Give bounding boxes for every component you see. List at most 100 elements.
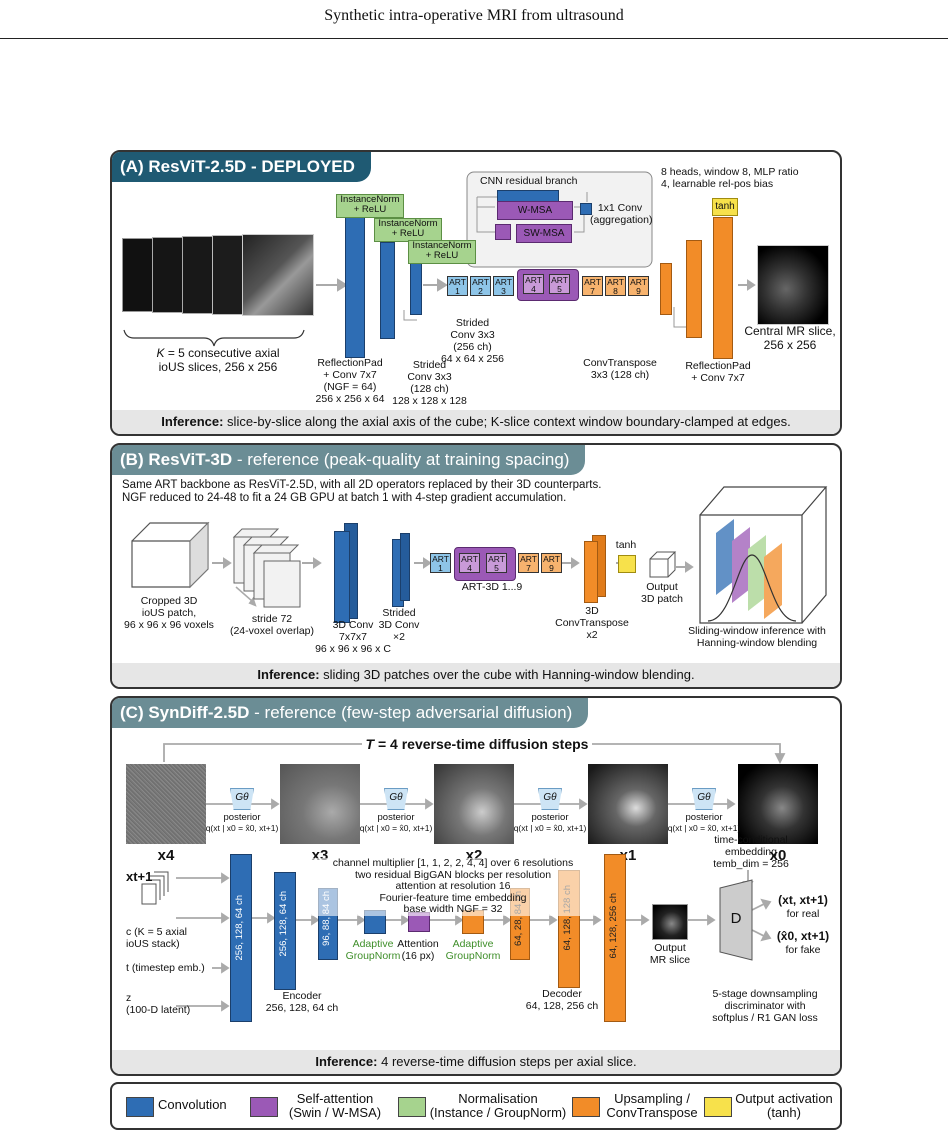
panel-c-tab: (C) SynDiff-2.5D - reference (few-step a… bbox=[112, 698, 589, 728]
legend-label-normalisation: Normalisation (Instance / GroupNorm) bbox=[429, 1091, 567, 1120]
ious-slice-stack bbox=[122, 234, 314, 316]
tanh3d-label: tanh bbox=[615, 539, 637, 551]
state-x0: x0 bbox=[769, 847, 787, 864]
diffusion-image-x0 bbox=[738, 764, 818, 844]
output-label: Central MR slice, 256 x 256 bbox=[744, 324, 836, 352]
w-msa-block: W-MSA bbox=[497, 201, 573, 220]
panel-b-tab: (B) ResViT-3D - reference (peak-quality … bbox=[112, 445, 586, 475]
posterior-4-label: posterior bbox=[685, 812, 723, 823]
posterior-2-label: posterior bbox=[377, 812, 415, 823]
art3d-block-4: ART 4 bbox=[459, 553, 480, 573]
sw-msa-label: SW-MSA bbox=[523, 228, 565, 239]
decoder-bar-3: 64, 128, 256 ch bbox=[604, 854, 626, 1022]
panel-c-letter: (C) bbox=[120, 703, 144, 722]
conv3d-label: 3D Conv 7x7x7 96 x 96 x 96 x C bbox=[315, 619, 391, 655]
dec-refl1-block bbox=[686, 240, 702, 338]
art-block-1: ART 1 bbox=[447, 276, 468, 296]
running-header: Synthetic intra-operative MRI from ultra… bbox=[0, 0, 948, 39]
output-mr-slice bbox=[757, 245, 829, 325]
encoder-bar-2-label: 256, 128, 64 ch bbox=[278, 891, 289, 957]
decoder-bar-3-label: 64, 128, 256 ch bbox=[608, 893, 619, 959]
posterior-3-label: posterior bbox=[531, 812, 569, 823]
tanh-label: tanh bbox=[715, 201, 735, 212]
panel-c-inference-label: Inference: bbox=[315, 1054, 378, 1069]
state-x4: x4 bbox=[157, 847, 175, 864]
enc-strided2-block bbox=[410, 263, 422, 315]
generator-4: Gθ bbox=[692, 788, 716, 810]
decoder-label: Decoder 64, 128, 256 ch bbox=[525, 988, 599, 1012]
panel-b-title: ResViT-3D bbox=[148, 450, 233, 469]
art3d-block-7: ART 7 bbox=[518, 553, 539, 573]
input-t: t (timestep emb.) bbox=[126, 962, 205, 974]
art3d-block-5: ART 5 bbox=[486, 553, 507, 573]
heads-note: 8 heads, window 8, MLP ratio 4, learnabl… bbox=[661, 166, 799, 190]
panel-b-desc: Same ART backbone as ResViT-2.5D, with a… bbox=[122, 479, 602, 504]
panel-c-title: SynDiff-2.5D bbox=[148, 703, 250, 722]
art-block-5: ART 5 bbox=[549, 274, 570, 294]
legend-label-self-attention: Self-attention (Swin / W-MSA) bbox=[288, 1091, 382, 1120]
panel-a-tab: (A) ResViT-2.5D - DEPLOYED bbox=[112, 152, 371, 182]
discriminator-desc: 5-stage downsampling discriminator with … bbox=[712, 988, 818, 1024]
posterior-4-formula: q(xt | x0 = x̂0, xt+1) bbox=[667, 823, 741, 833]
diffusion-image-x2 bbox=[434, 764, 514, 844]
stride-label: stride 72 (24-voxel overlap) bbox=[229, 613, 315, 637]
crop-label: Cropped 3D ioUS patch, 96 x 96 x 96 voxe… bbox=[124, 595, 214, 631]
conv1x1-label: 1x1 Conv (aggregation) bbox=[590, 202, 653, 226]
header-title: Synthetic intra-operative MRI from ultra… bbox=[324, 7, 624, 24]
generator-1-label: Gθ bbox=[235, 792, 249, 803]
strided3d-label: Strided 3D Conv ×2 bbox=[378, 607, 420, 643]
tanh3d-block bbox=[618, 555, 636, 573]
posterior-1-formula: q(xt | x0 = x̂0, xt+1) bbox=[205, 823, 279, 833]
input-xt1: xt+1 bbox=[126, 869, 153, 884]
sw-msa-small bbox=[495, 224, 511, 240]
sliding-label: Sliding-window inference with Hanning-wi… bbox=[688, 625, 826, 649]
instancenorm-2: InstanceNorm + ReLU bbox=[374, 218, 442, 242]
steps-text: = 4 reverse-time diffusion steps bbox=[374, 736, 589, 752]
instancenorm-1: InstanceNorm + ReLU bbox=[336, 194, 404, 218]
posterior-1-label: posterior bbox=[223, 812, 261, 823]
diffusion-image-x1 bbox=[588, 764, 668, 844]
generator-1: Gθ bbox=[230, 788, 254, 810]
sw-msa-block: SW-MSA bbox=[516, 224, 572, 243]
real-pair: (xt, xt+1) bbox=[778, 893, 828, 907]
panel-a: (A) ResViT-2.5D - DEPLOYED InstanceNorm … bbox=[110, 150, 842, 436]
dec-convT-block bbox=[660, 263, 672, 315]
enc1-label: ReflectionPad + Conv 7x7 (NGF = 64) 256 … bbox=[315, 357, 385, 405]
encoder-bar-1-label: 256, 128, 64 ch bbox=[234, 895, 245, 961]
generator-3-label: Gθ bbox=[543, 792, 557, 803]
enc3-label: Strided Conv 3x3 (256 ch) 64 x 64 x 256 bbox=[440, 317, 505, 365]
attention-label: Attention (16 px) bbox=[397, 938, 439, 962]
convT3d-label: 3D ConvTranspose x2 bbox=[555, 605, 629, 641]
encoder-bar-2: 256, 128, 64 ch bbox=[274, 872, 296, 990]
generator-4-label: Gθ bbox=[697, 792, 711, 803]
panel-b-inference-text: sliding 3D patches over the cube with Ha… bbox=[319, 667, 695, 682]
real-label: for real bbox=[786, 908, 820, 920]
input-label: K = 5 consecutive axial ioUS slices, 256… bbox=[138, 346, 298, 374]
output-mr-slice-c bbox=[652, 904, 688, 940]
panel-b-inference-label: Inference: bbox=[257, 667, 320, 682]
legend-swatch-convolution bbox=[126, 1097, 154, 1117]
legend: Convolution Self-attention (Swin / W-MSA… bbox=[110, 1082, 842, 1130]
dec1-label: ConvTranspose 3x3 (128 ch) bbox=[583, 357, 657, 381]
panel-a-title: ResViT-2.5D - DEPLOYED bbox=[148, 157, 355, 176]
panel-b-letter: (B) bbox=[120, 450, 144, 469]
adaptive-groupnorm-2: Adaptive GroupNorm bbox=[445, 938, 501, 962]
art-block-2: ART 2 bbox=[470, 276, 491, 296]
input-desc: = 5 consecutive axial ioUS slices, 256 x… bbox=[158, 346, 280, 374]
legend-swatch-normalisation bbox=[398, 1097, 426, 1117]
panel-c-inference: Inference: 4 reverse-time diffusion step… bbox=[112, 1050, 840, 1074]
conv1x1-block bbox=[580, 203, 592, 215]
art-block-7: ART 7 bbox=[582, 276, 603, 296]
generator-3: Gθ bbox=[538, 788, 562, 810]
output-slice-label: Output MR slice bbox=[649, 942, 691, 966]
legend-swatch-upsampling bbox=[572, 1097, 600, 1117]
legend-swatch-self-attention bbox=[250, 1097, 278, 1117]
instancenorm-3: InstanceNorm + ReLU bbox=[408, 240, 476, 264]
dec-refl2-block bbox=[713, 217, 733, 359]
fake-pair: (x̂0, xt+1) bbox=[776, 929, 830, 943]
panel-b-drawing bbox=[131, 486, 828, 624]
diffusion-image-x3 bbox=[280, 764, 360, 844]
